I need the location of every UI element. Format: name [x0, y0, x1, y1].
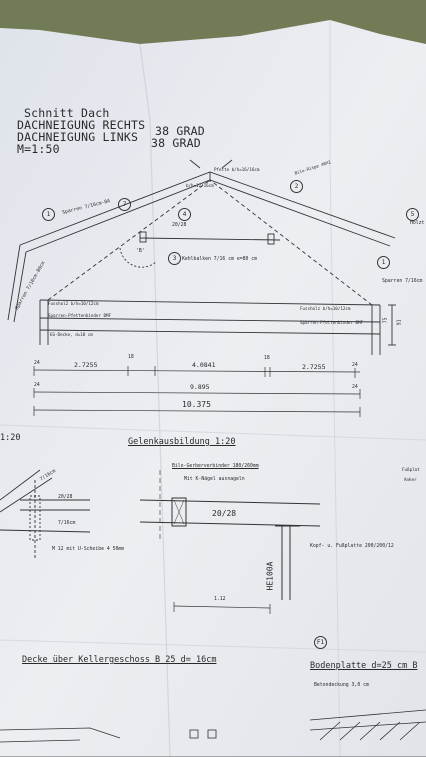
gelenk-heading: Gelenkausbildung 1:20 — [128, 437, 236, 447]
bottom-circle: F1 — [314, 636, 327, 649]
position-circle-1: 1 — [42, 208, 55, 221]
label-firstholz: b/h=12/16cm — [186, 183, 214, 188]
dim-3: 2.7255 — [302, 363, 326, 371]
bottom-decke-heading: Decke über Kellergeschoss B 25 d= 16cm — [22, 655, 217, 665]
bottom-bodenplatte-heading: Bodenplatte d=25 cm B — [310, 661, 418, 671]
bottom-betondeckung: Betondeckung 3,0 cm — [314, 683, 369, 688]
dim-1: 2.7255 — [74, 361, 98, 369]
title-line-3-value: 38 GRAD — [151, 136, 201, 150]
dim-edge-left-2: 24 — [34, 383, 40, 388]
title-line-3: DACHNEIGUNG LINKS — [17, 130, 139, 144]
label-h91: 91 — [397, 319, 403, 326]
position-circle-7: 7 — [118, 198, 131, 211]
dim-small-2: 18 — [264, 356, 270, 361]
detail-left-scale: 1:20 — [0, 433, 21, 443]
gelenk-column: HE100A — [265, 561, 275, 591]
label-kehlbalken: Kehlbalken 7/16 cm e=80 cm — [182, 257, 258, 262]
label-firstpfette: Pfette b/h=16/16cm — [214, 167, 260, 172]
position-circle-1b: 1 — [377, 256, 390, 269]
dimension-lines — [33, 366, 361, 417]
title-line-2-value: 38 GRAD — [155, 124, 205, 138]
detail-left-bottom: 7/16cm — [58, 521, 76, 526]
gelenk-detail-drawing — [139, 470, 321, 614]
detail-left-drawing — [0, 469, 91, 560]
dim-small-1: 18 — [128, 355, 134, 360]
dim-2: 4.0841 — [192, 361, 216, 369]
label-fusspfette-right: Fussholz b/h=10/12cm — [300, 306, 351, 311]
position-circle-4: 4 — [178, 208, 191, 221]
title-line-2: DACHNEIGUNG RECHTS — [17, 118, 146, 132]
label-eg-decke: EG-Decke, d=18 cm — [50, 332, 93, 337]
roof-section-drawing — [7, 159, 396, 355]
label-sparren-pfette-right: Sparren-Pfettenbinder BMF — [300, 320, 364, 325]
label-fusspfette-left: Fusshol2 b/h=10/12cm — [48, 301, 99, 306]
gelenk-connector: Bilo-Gerberverbinder 180/260mm — [172, 464, 259, 469]
right-edge-l2: Anker — [404, 477, 417, 482]
dim-total-inner: 9.895 — [190, 383, 210, 391]
right-edge-l1: Fußplat — [402, 467, 420, 472]
dim-edge-left-1: 24 — [34, 361, 40, 366]
label-point-b: 'B' — [136, 249, 145, 254]
dim-edge-right-2: 24 — [352, 385, 358, 390]
gelenk-beam: 20/28 — [212, 509, 237, 518]
dim-total-outer: 10.375 — [182, 400, 211, 409]
gelenk-plate: Kopf- u. Fußplatte 200/200/12 — [310, 544, 394, 549]
label-sparren-pfette-left: Sparren-Pfettenbinder BMF — [48, 313, 112, 318]
position-circle-2: 2 — [290, 180, 303, 193]
title-line-4: M=1:50 — [17, 142, 60, 156]
dim-edge-right-1: 24 — [352, 363, 358, 368]
position-circle-3: 3 — [168, 252, 181, 265]
bottom-drawings — [0, 709, 426, 757]
detail-left-mid: 20/28 — [58, 495, 73, 500]
label-beam-size: 20/28 — [172, 223, 187, 228]
label-h75: 75 — [383, 317, 389, 324]
gelenk-nails: Mit K-Nägel ausnageln — [184, 477, 245, 482]
label-sparren-right: Sparren 7/16cm — [382, 279, 423, 284]
label-holz-right: Holzt — [410, 221, 425, 226]
gelenk-dim: 1.12 — [214, 597, 226, 602]
position-circle-5: 5 — [406, 208, 419, 221]
title-line-1: Schnitt Dach — [24, 106, 110, 120]
detail-left-bolt: M 12 mit U-Scheibe 4 50mm — [52, 547, 125, 552]
